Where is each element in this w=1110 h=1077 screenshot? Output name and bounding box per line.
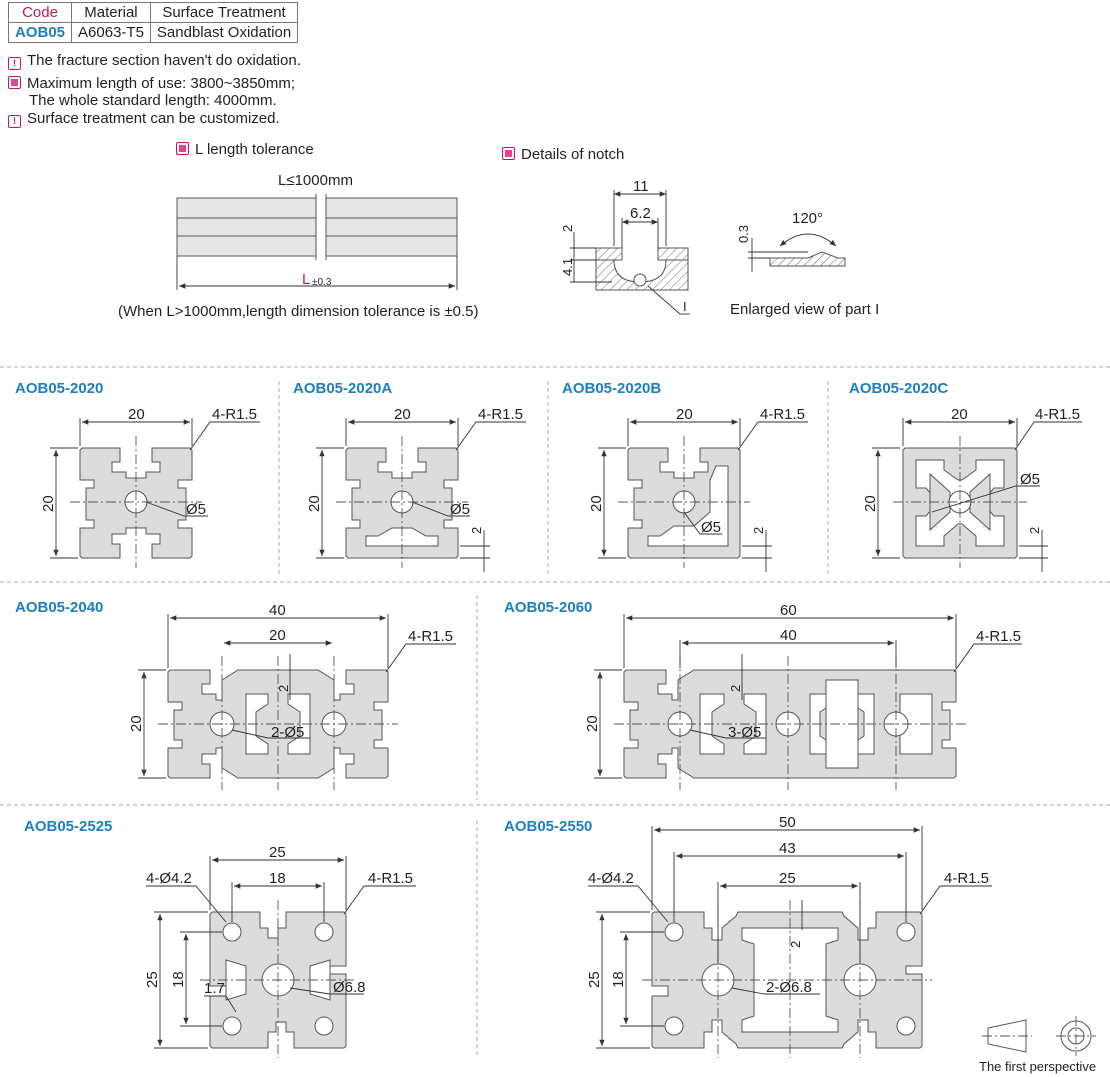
square-bullet-icon [176, 142, 189, 155]
note-fracture: !The fracture section haven't do oxidati… [8, 52, 301, 70]
profile-2060: 60 40 20 4-R1.5 2 3-Ø5 [584, 602, 1022, 790]
svg-text:60: 60 [780, 602, 797, 619]
svg-text:2-Ø6.8: 2-Ø6.8 [766, 979, 812, 996]
svg-text:20: 20 [584, 715, 601, 732]
profile-2020a: 20 20 4-R1.5 Ø5 2 [306, 406, 526, 572]
svg-text:2: 2 [469, 527, 484, 534]
profile-2020c: 20 20 4-R1.5 Ø5 2 [862, 406, 1082, 572]
warning-icon: ! [8, 115, 21, 128]
svg-text:20: 20 [951, 406, 968, 423]
svg-text:2: 2 [276, 685, 291, 692]
tolerance-footnote: (When L>1000mm,length dimension toleranc… [118, 303, 479, 320]
svg-text:4-R1.5: 4-R1.5 [760, 406, 805, 423]
note-surface: !Surface treatment can be customized. [8, 110, 280, 128]
title-2020c: AOB05-2020C [849, 380, 949, 397]
profile-2550: 50 43 25 25 18 4-Ø4.2 4-R1.5 2 2-Ø6.8 [586, 814, 992, 1058]
svg-text:25: 25 [586, 971, 603, 988]
note-max-length: Maximum length of use: 3800~3850mm; [8, 75, 295, 92]
svg-text:6.2: 6.2 [630, 205, 651, 222]
svg-text:4-R1.5: 4-R1.5 [408, 628, 453, 645]
length-tolerance-bar: L ±0.3 [176, 194, 458, 290]
profile-2040: 40 20 20 4-R1.5 2 2-Ø5 [128, 602, 456, 790]
dims-2020: 20 20 4-R1.5 Ø5 [40, 406, 260, 568]
svg-text:I: I [683, 299, 687, 314]
svg-text:18: 18 [610, 971, 627, 988]
svg-text:1.7: 1.7 [204, 980, 225, 997]
svg-text:20: 20 [306, 495, 323, 512]
svg-text:20: 20 [676, 406, 693, 423]
notch-detail: 11 6.2 2 4.1 I 120° 0.3 [560, 178, 846, 315]
warning-icon: ! [8, 57, 21, 70]
svg-text:2: 2 [560, 225, 575, 232]
svg-text:20: 20 [394, 406, 411, 423]
svg-text:18: 18 [170, 971, 187, 988]
svg-text:Ø5: Ø5 [186, 501, 206, 518]
svg-text:4-Ø4.2: 4-Ø4.2 [146, 870, 192, 887]
svg-text:25: 25 [144, 971, 161, 988]
svg-text:2: 2 [728, 685, 743, 692]
svg-text:20: 20 [128, 715, 145, 732]
svg-text:120°: 120° [792, 210, 823, 227]
svg-text:4-R1.5: 4-R1.5 [368, 870, 413, 887]
profile-2020b: 20 20 4-R1.5 Ø5 2 [588, 406, 808, 572]
svg-text:4-R1.5: 4-R1.5 [944, 870, 989, 887]
svg-text:Ø6.8: Ø6.8 [333, 979, 366, 996]
title-2020b: AOB05-2020B [562, 380, 662, 397]
length-label: L≤1000mm [278, 172, 353, 189]
svg-text:20: 20 [128, 406, 145, 423]
svg-text:20: 20 [269, 627, 286, 644]
square-bullet-icon [502, 147, 515, 160]
svg-text:50: 50 [779, 814, 796, 831]
svg-text:2-Ø5: 2-Ø5 [271, 724, 304, 741]
svg-text:2: 2 [788, 941, 803, 948]
svg-text:11: 11 [633, 178, 649, 195]
title-2525: AOB05-2525 [24, 818, 113, 835]
svg-text:20: 20 [40, 495, 57, 512]
svg-text:4.1: 4.1 [560, 258, 575, 276]
l-symbol: L [302, 271, 310, 288]
svg-text:4-R1.5: 4-R1.5 [212, 406, 257, 423]
svg-text:Ø5: Ø5 [701, 519, 721, 536]
svg-text:40: 40 [269, 602, 286, 619]
svg-text:4-R1.5: 4-R1.5 [976, 628, 1021, 645]
cell-surface: Sandblast Oxidation [149, 22, 299, 43]
notch-header: Details of notch [502, 146, 624, 163]
title-2020: AOB05-2020 [15, 380, 104, 397]
first-perspective-symbol [982, 1016, 1096, 1056]
svg-text:4-R1.5: 4-R1.5 [478, 406, 523, 423]
note-standard-length: The whole standard length: 4000mm. [29, 92, 277, 109]
title-2550: AOB05-2550 [504, 818, 593, 835]
svg-text:0.3: 0.3 [736, 225, 751, 243]
tolerance-header: L length tolerance [176, 141, 314, 158]
first-perspective-label: The first perspective [979, 1059, 1097, 1074]
title-2060: AOB05-2060 [504, 599, 593, 616]
profile-2525: 25 18 25 18 4-Ø4.2 4-R1.5 Ø6.8 1.7 [144, 844, 416, 1058]
spec-table: Code Material Surface Treatment AOB05 A6… [7, 2, 299, 43]
svg-text:Ø5: Ø5 [1020, 471, 1040, 488]
enlarged-view-label: Enlarged view of part I [730, 301, 880, 318]
cell-code: AOB05 [7, 22, 73, 43]
cell-material: A6063-T5 [71, 22, 151, 43]
svg-text:2: 2 [1027, 527, 1042, 534]
svg-text:20: 20 [588, 495, 605, 512]
svg-text:18: 18 [269, 870, 286, 887]
svg-text:43: 43 [779, 840, 796, 857]
svg-text:25: 25 [779, 870, 796, 887]
svg-text:20: 20 [862, 495, 879, 512]
svg-text:2: 2 [751, 527, 766, 534]
square-bullet-icon [8, 76, 21, 89]
l-tolerance: ±0.3 [312, 277, 332, 288]
svg-text:4-Ø4.2: 4-Ø4.2 [588, 870, 634, 887]
svg-text:40: 40 [780, 627, 797, 644]
title-2020a: AOB05-2020A [293, 380, 393, 397]
svg-text:25: 25 [269, 844, 286, 861]
svg-text:3-Ø5: 3-Ø5 [728, 724, 761, 741]
title-2040: AOB05-2040 [15, 599, 104, 616]
svg-text:4-R1.5: 4-R1.5 [1035, 406, 1080, 423]
svg-text:Ø5: Ø5 [450, 501, 470, 518]
